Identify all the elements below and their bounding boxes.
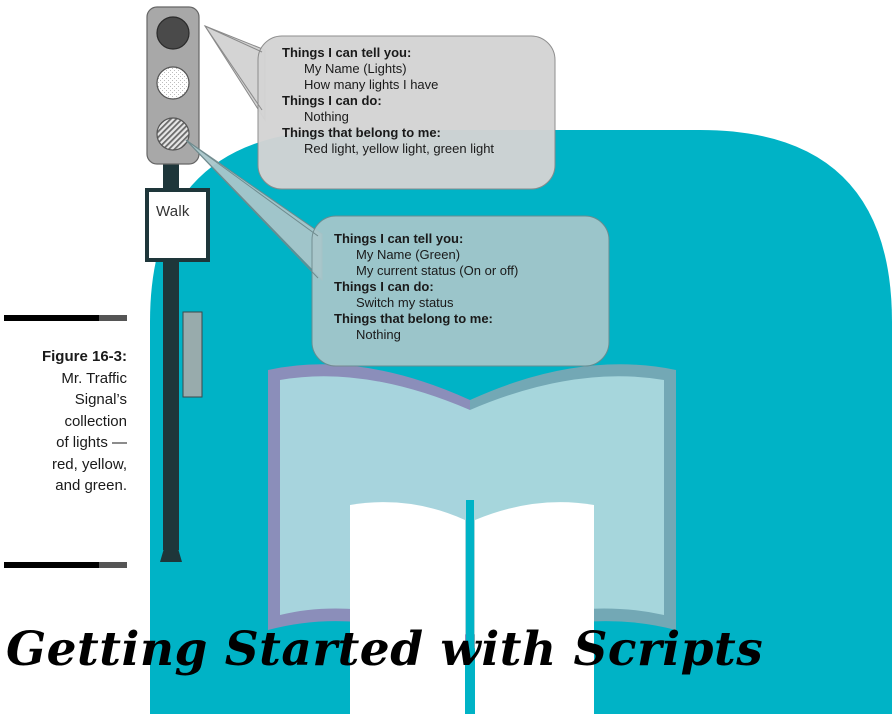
lights-tell-heading: Things I can tell you:	[282, 45, 412, 60]
green-belong-heading: Things that belong to me:	[334, 311, 493, 326]
figure-label: Figure 16-3:	[41, 348, 127, 365]
green-tell-item: My Name (Green)	[356, 247, 461, 262]
green-bubble-shape	[185, 139, 610, 367]
pole-base	[160, 545, 182, 562]
caption-line: Signal’s	[74, 391, 127, 408]
pole-box	[182, 311, 203, 398]
section-heading: Getting Started with Scripts	[6, 622, 764, 677]
green-bubble: Things I can tell you: My Name (Green) M…	[334, 231, 624, 343]
lights-tell-item: My Name (Lights)	[304, 61, 407, 76]
green-belong-item: Nothing	[356, 327, 401, 342]
caption-line: collection	[64, 412, 127, 430]
lights-bubble-shape	[203, 24, 556, 190]
caption-line: of lights —	[56, 434, 127, 451]
caption-rule-top	[4, 315, 127, 321]
green-light	[156, 117, 190, 151]
caption-rule-bottom	[4, 562, 127, 568]
lights-belong-heading: Things that belong to me:	[282, 125, 441, 140]
green-do-item: Switch my status	[356, 295, 454, 310]
green-do-heading: Things I can do:	[334, 279, 434, 294]
yellow-light	[156, 66, 190, 100]
red-light	[156, 16, 190, 50]
figure-caption: Figure 16-3: Mr. Traffic Signal’s collec…	[9, 346, 127, 497]
green-tell-heading: Things I can tell you:	[334, 231, 464, 246]
pole-neck	[163, 163, 179, 193]
lights-bubble: Things I can tell you: My Name (Lights) …	[282, 45, 552, 157]
green-tell-item: My current status (On or off)	[356, 263, 519, 278]
lights-tell-item: How many lights I have	[304, 77, 439, 92]
lights-do-heading: Things I can do:	[282, 93, 382, 108]
traffic-signal	[145, 6, 210, 562]
caption-line: Mr. Traffic	[61, 369, 127, 387]
lights-do-item: Nothing	[304, 109, 349, 124]
walk-sign-label: Walk	[156, 203, 190, 220]
walk-sign	[145, 188, 210, 262]
caption-line: red, yellow,	[51, 455, 127, 473]
caption-line: and green.	[55, 477, 127, 494]
lights-belong-item: Red light, yellow light, green light	[304, 141, 495, 156]
pole	[163, 260, 179, 550]
